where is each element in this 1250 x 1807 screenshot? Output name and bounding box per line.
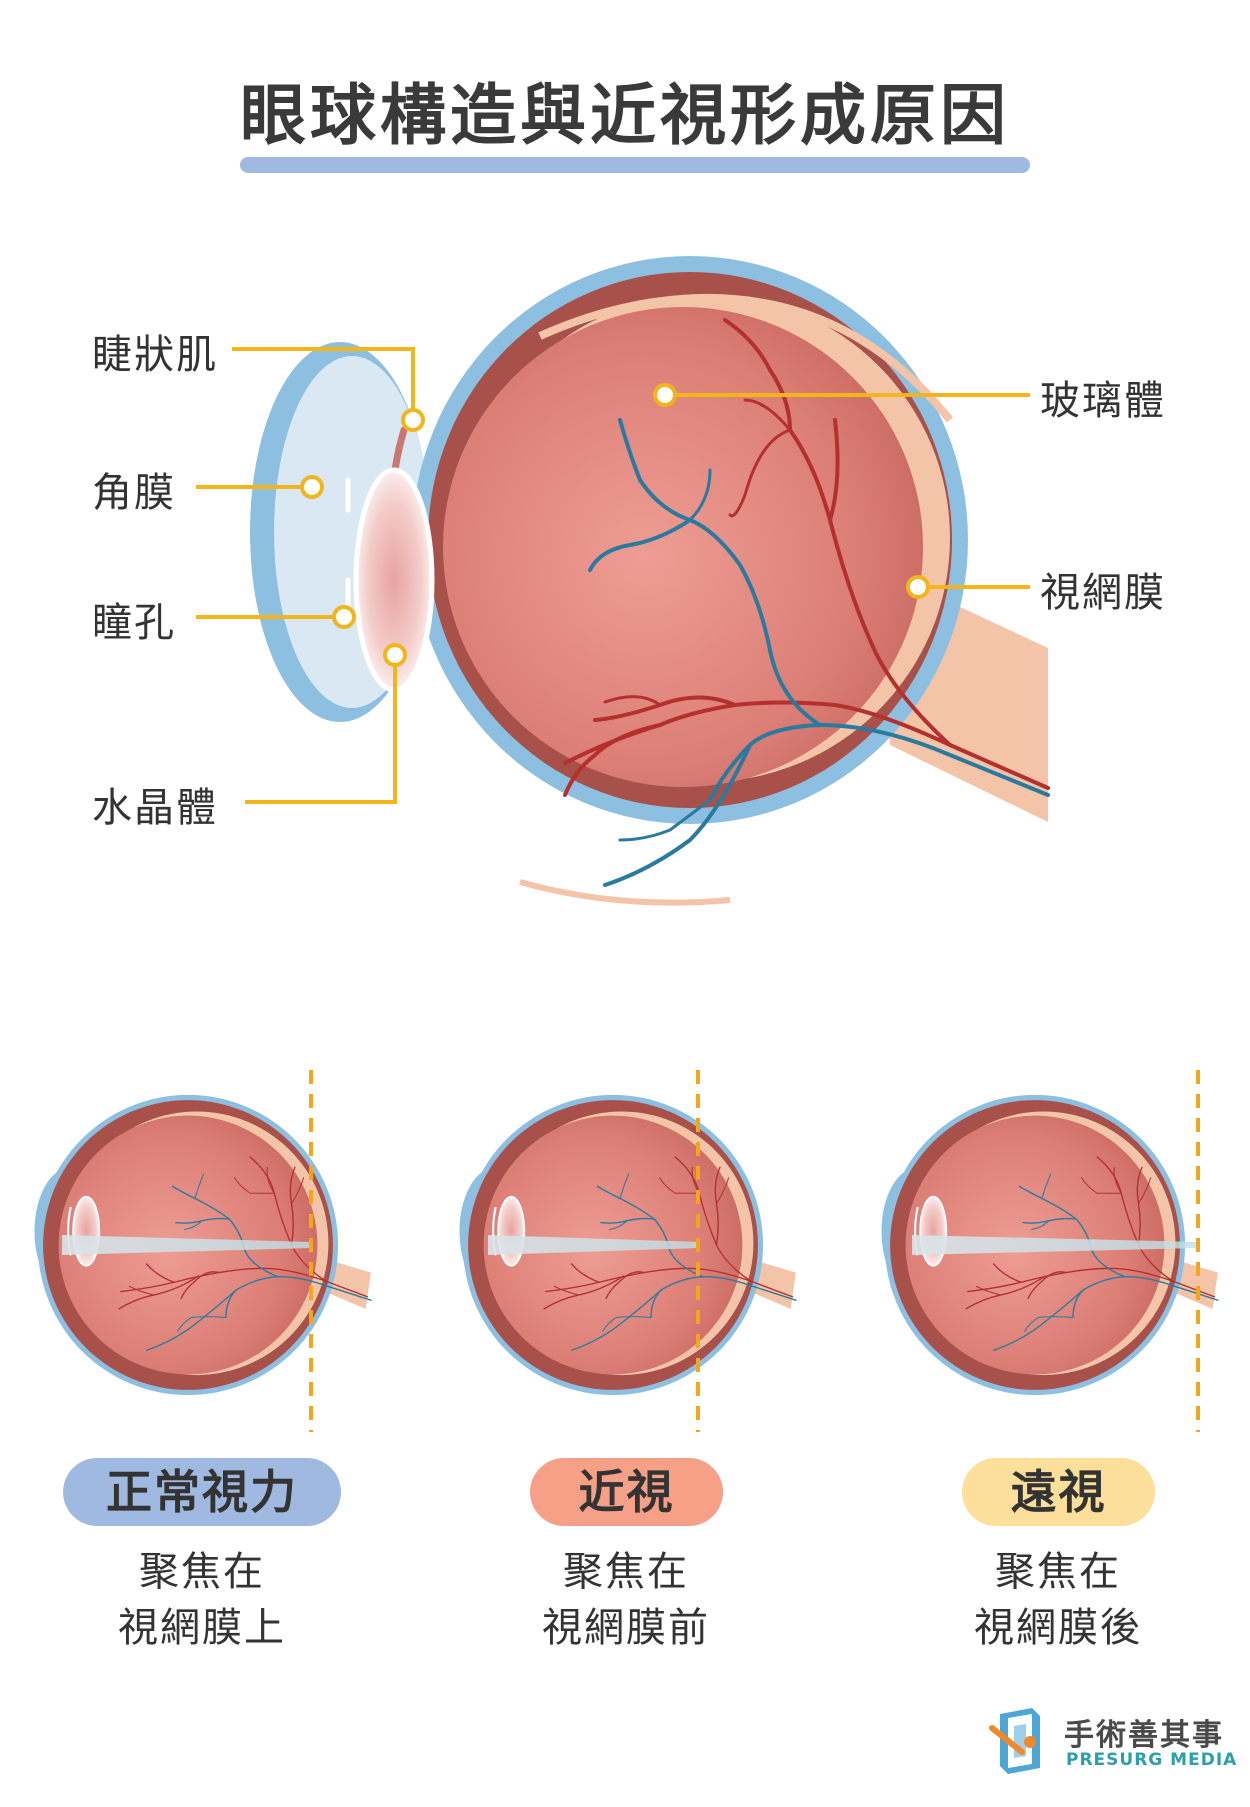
page-title: 眼球構造與近視形成原因 xyxy=(240,77,1010,154)
label-lens: 水晶體 xyxy=(92,785,218,831)
caption-line: 聚焦在 xyxy=(995,1549,1121,1595)
pill-normal-vision: 正常視力 xyxy=(63,1458,341,1526)
eye-myopia xyxy=(458,1070,797,1432)
leader-dots xyxy=(300,383,930,667)
brand-name-cn: 手術善其事 xyxy=(1064,1718,1224,1753)
main-eye-illustration xyxy=(250,256,1050,906)
label-vitreous: 玻璃體 xyxy=(1040,378,1166,424)
eye-hyperopia xyxy=(880,1070,1219,1432)
label-retina: 視網膜 xyxy=(1040,570,1166,616)
pill-myopia: 近視 xyxy=(530,1458,723,1526)
title-underline xyxy=(240,157,1030,173)
caption-line: 視網膜上 xyxy=(118,1605,286,1651)
caption-myopia: 聚焦在 視網膜前 xyxy=(476,1544,776,1656)
light-beam xyxy=(62,1235,312,1255)
ciliary-point-icon xyxy=(401,408,425,432)
caption-line: 視網膜前 xyxy=(542,1605,710,1651)
brand-name-en: PRESURG MEDIA xyxy=(1066,1750,1238,1770)
light-beam xyxy=(488,1235,700,1255)
pill-hyperopia: 遠視 xyxy=(962,1458,1155,1526)
blood-vessels xyxy=(563,318,1050,887)
light-beam xyxy=(912,1235,1198,1255)
label-pupil: 瞳孔 xyxy=(92,600,176,646)
eye-normal xyxy=(33,1070,372,1432)
label-cornea: 角膜 xyxy=(92,470,176,516)
leader-lines xyxy=(196,347,1030,804)
caption-line: 聚焦在 xyxy=(139,1549,265,1595)
label-ciliary-muscle: 睫狀肌 xyxy=(92,332,218,378)
logo-icon xyxy=(989,1708,1040,1774)
vitreous-body xyxy=(443,307,923,787)
caption-normal: 聚焦在 視網膜上 xyxy=(52,1544,352,1656)
caption-hyperopia: 聚焦在 視網膜後 xyxy=(908,1544,1208,1656)
caption-line: 聚焦在 xyxy=(563,1549,689,1595)
caption-line: 視網膜後 xyxy=(974,1605,1142,1651)
